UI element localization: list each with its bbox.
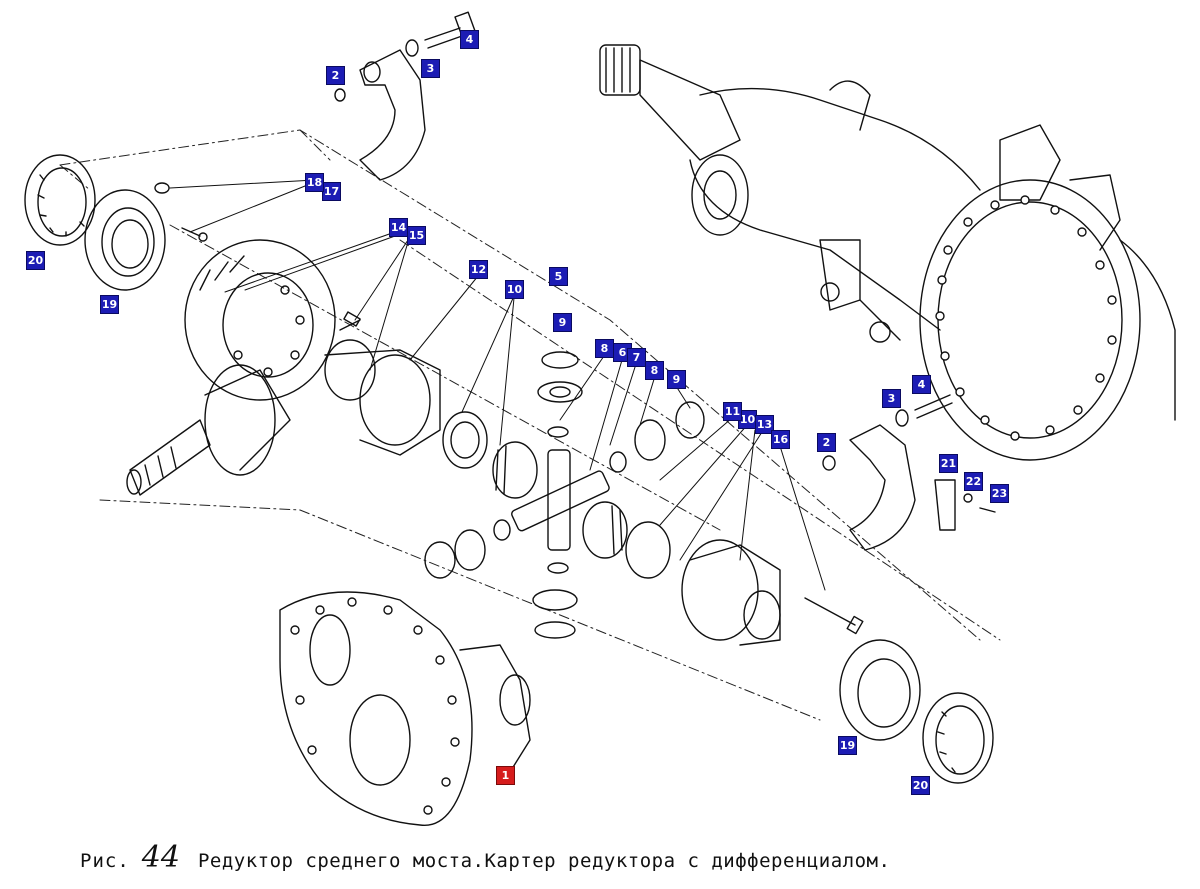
callout-16[interactable]: 16 [771, 430, 790, 449]
bearing-right [839, 639, 921, 741]
reducer-carrier-housing [279, 591, 531, 826]
bearing-left [84, 189, 166, 291]
callout-9-lower[interactable]: 9 [667, 370, 686, 389]
callout-14[interactable]: 14 [389, 218, 408, 237]
bearing-cap-lower [822, 394, 996, 551]
callout-11[interactable]: 11 [723, 402, 742, 421]
differential-spider [511, 449, 610, 551]
callout-2-right[interactable]: 2 [817, 433, 836, 452]
side-gears [454, 419, 666, 571]
callout-23[interactable]: 23 [990, 484, 1009, 503]
callout-19-left[interactable]: 19 [100, 295, 119, 314]
callout-20-left[interactable]: 20 [26, 251, 45, 270]
callout-18[interactable]: 18 [305, 173, 324, 192]
callout-8-lower[interactable]: 8 [645, 361, 664, 380]
callout-1[interactable]: 1 [496, 766, 515, 785]
assembly-axis-lines [59, 129, 1001, 721]
callout-12[interactable]: 12 [469, 260, 488, 279]
callout-8-upper[interactable]: 8 [595, 339, 614, 358]
driven-bevel-gear [184, 239, 336, 401]
housing-flange-bolt-holes [935, 195, 1117, 441]
callout-5[interactable]: 5 [549, 267, 568, 286]
adjusting-nut-left [24, 154, 96, 246]
callout-3-right[interactable]: 3 [882, 389, 901, 408]
callout-3[interactable]: 3 [421, 59, 440, 78]
callout-leader-lines [169, 179, 826, 591]
caption-prefix: Рис. [80, 850, 130, 872]
callout-22[interactable]: 22 [964, 472, 983, 491]
thrust-washers [424, 351, 705, 639]
caption-text: Редуктор среднего моста.Картер редуктора… [197, 850, 891, 872]
differential-case-left [324, 311, 441, 456]
callout-10-upper[interactable]: 10 [505, 280, 524, 299]
drive-pinion [126, 364, 291, 496]
callout-19-right[interactable]: 19 [838, 736, 857, 755]
callout-9-upper[interactable]: 9 [553, 313, 572, 332]
callout-15[interactable]: 15 [407, 226, 426, 245]
differential-case-right [681, 539, 864, 646]
lock-plate-and-bolt [154, 182, 208, 242]
callout-17[interactable]: 17 [322, 182, 341, 201]
callout-4[interactable]: 4 [460, 30, 479, 49]
callout-13[interactable]: 13 [755, 415, 774, 434]
callout-7[interactable]: 7 [627, 348, 646, 367]
figure-number: 44 [141, 840, 180, 875]
callout-2[interactable]: 2 [326, 66, 345, 85]
callout-21[interactable]: 21 [939, 454, 958, 473]
callout-4-right[interactable]: 4 [912, 375, 931, 394]
figure-caption: Рис. 44 Редуктор среднего моста.Картер ред… [80, 840, 890, 880]
bearing-cap-upper [334, 11, 476, 181]
adjusting-nut-right [922, 692, 994, 784]
callout-10-lower[interactable]: 10 [738, 410, 757, 429]
callout-20-right[interactable]: 20 [911, 776, 930, 795]
